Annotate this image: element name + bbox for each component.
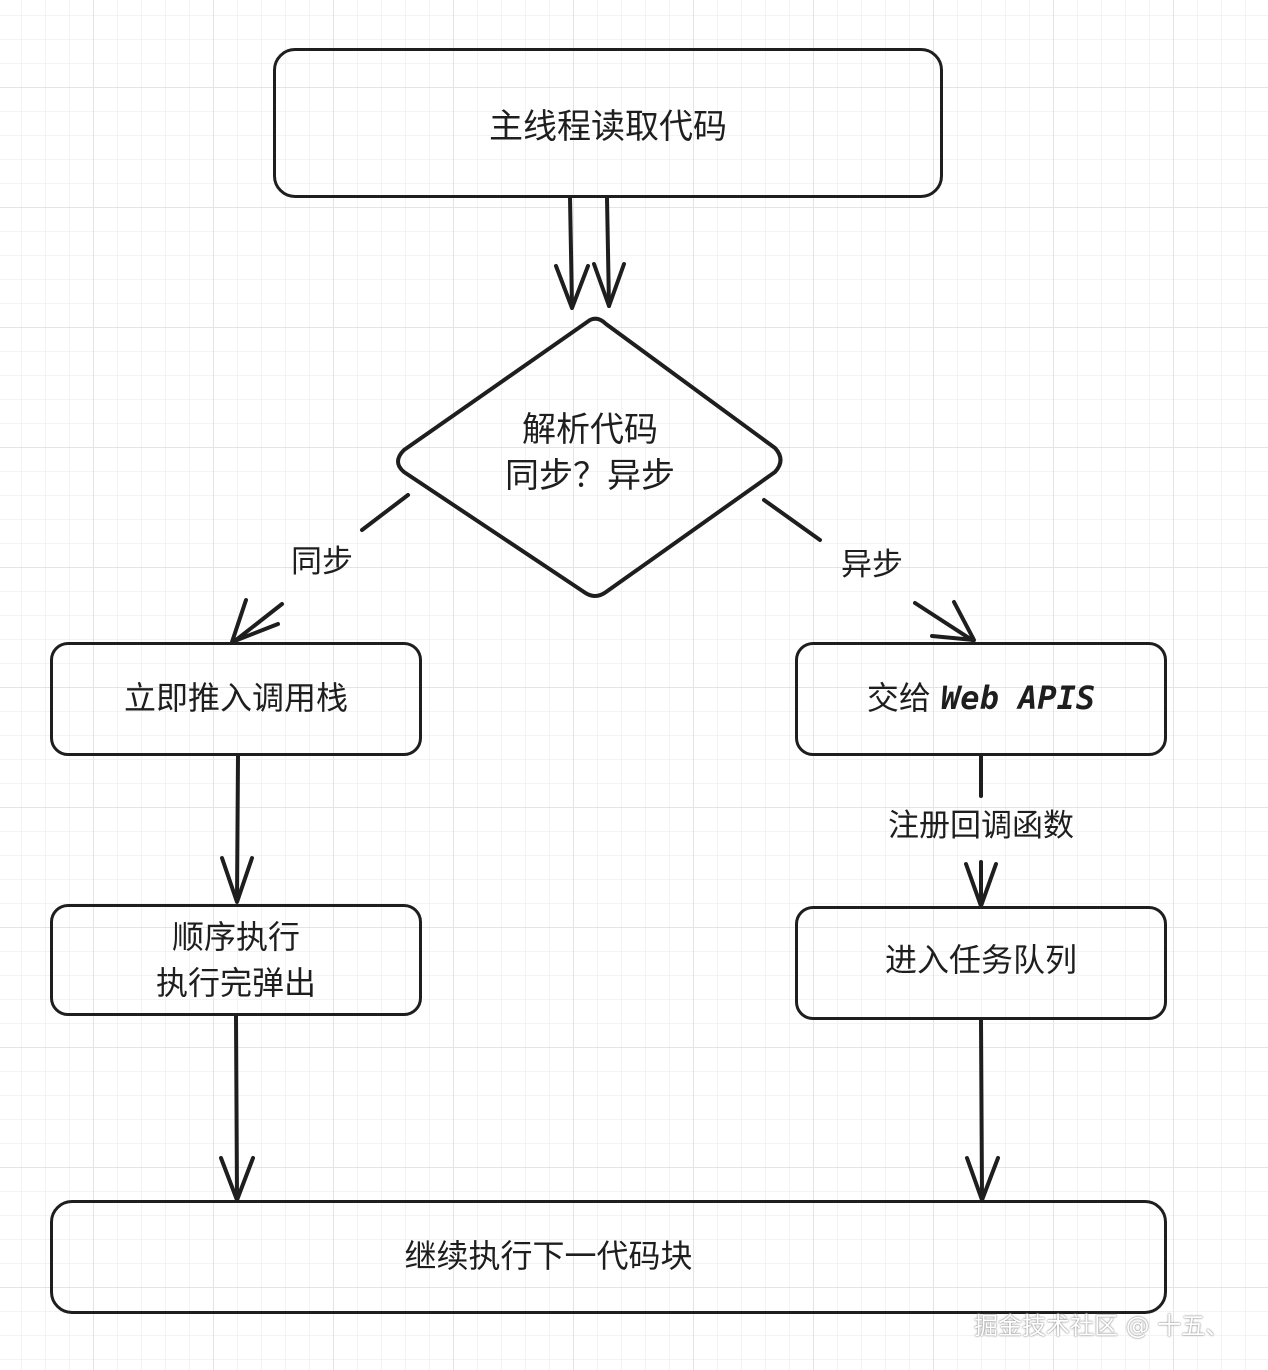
- decision-label-line1: 解析代码: [522, 410, 658, 450]
- arrow-async-lower: [913, 601, 974, 642]
- node-webapi-prefix: 交给: [866, 679, 942, 717]
- arrow-stack-to-exec: [235, 754, 240, 902]
- node-main-thread: 主线程读取代码: [273, 48, 943, 198]
- node-task-queue: 进入任务队列: [795, 906, 1167, 1020]
- node-exec: 顺序执行 执行完弹出: [50, 904, 422, 1016]
- node-task-queue-label: 进入任务队列: [884, 941, 1077, 979]
- arrow-queue-to-continue: [979, 1018, 984, 1200]
- watermark: 掘金技术社区 @ 十五、: [974, 1312, 1230, 1340]
- edge-label-async: 异步: [841, 547, 903, 583]
- arrowhead-stack-to-exec: [220, 856, 254, 904]
- arrow-sync-lower: [234, 602, 284, 642]
- edge-label-sync: 同步: [291, 544, 353, 580]
- decision-diamond: [396, 316, 783, 598]
- node-push-stack-label: 立即推入调用栈: [123, 679, 348, 717]
- arrowhead-main-to-decision-b: [592, 262, 626, 308]
- node-webapi-name: Web APIS: [941, 679, 1096, 717]
- node-webapi-label: 交给 Web APIS: [867, 673, 1095, 719]
- arrow-sync-upper: [360, 493, 410, 532]
- node-continue: 继续执行下一代码块: [50, 1200, 1167, 1314]
- node-exec-label-line1: 顺序执行: [171, 918, 300, 956]
- edge-label-register: 注册回调函数: [888, 808, 1074, 844]
- node-continue-label: 继续执行下一代码块: [404, 1237, 693, 1275]
- node-webapi: 交给 Web APIS: [795, 642, 1167, 756]
- node-push-stack: 立即推入调用栈: [50, 642, 422, 756]
- arrow-exec-to-continue: [234, 1014, 239, 1200]
- decision-label-line2: 同步？异步: [505, 456, 675, 496]
- arrowhead-async: [930, 600, 976, 642]
- arrow-main-to-decision-a: [568, 196, 574, 308]
- arrow-main-to-decision-b: [605, 196, 611, 308]
- node-exec-label-line2: 执行完弹出: [155, 964, 316, 1002]
- node-main-thread-label: 主线程读取代码: [489, 106, 727, 147]
- arrow-async-upper: [762, 498, 822, 542]
- arrowhead-main-to-decision-a: [554, 264, 590, 310]
